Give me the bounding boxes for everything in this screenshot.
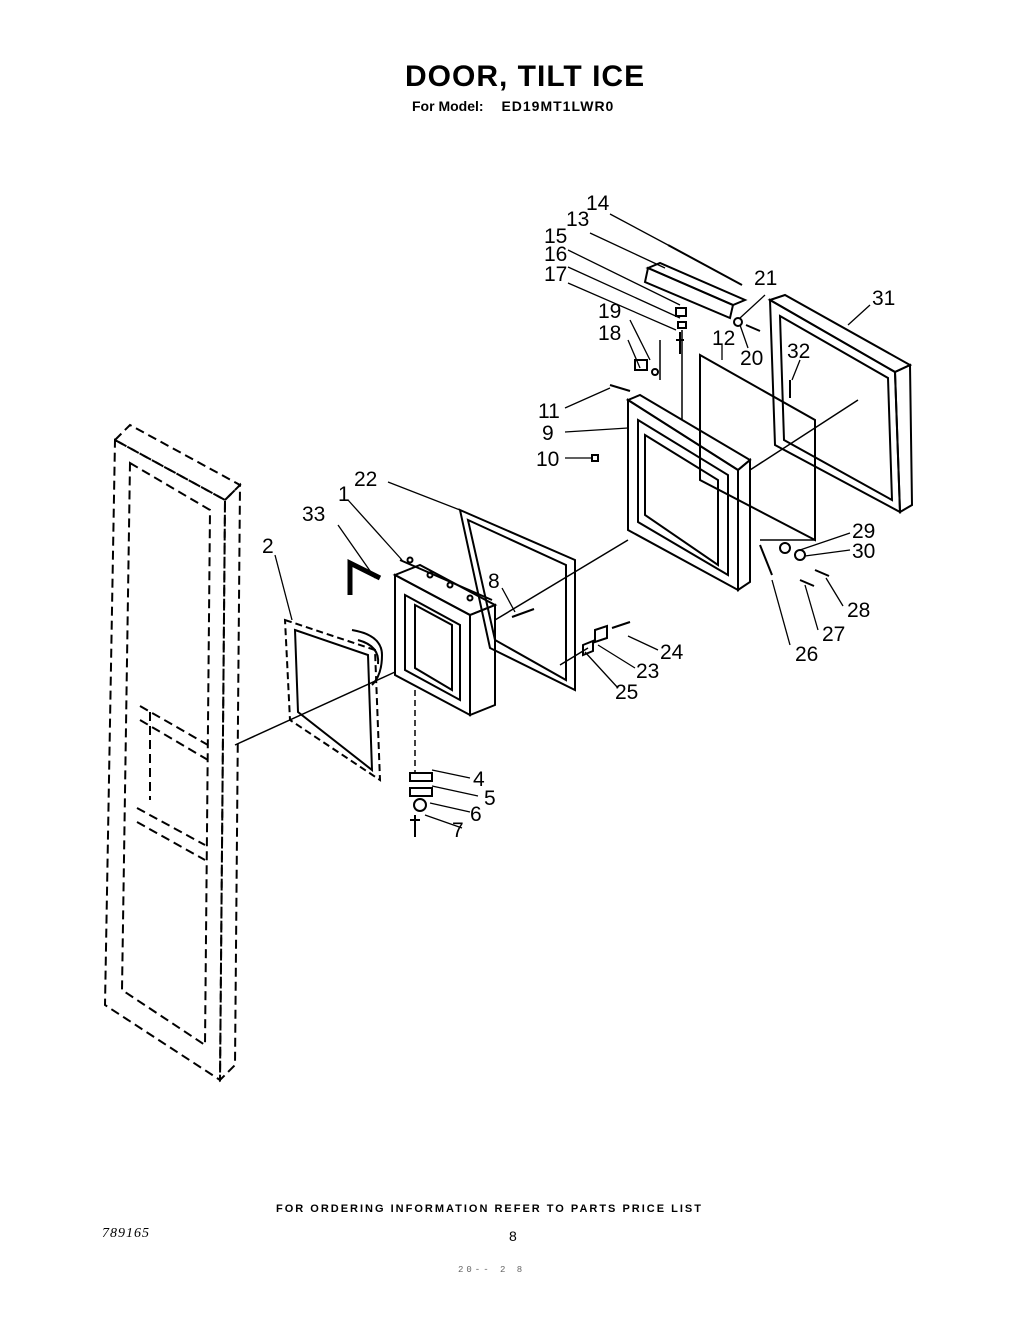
callout-19: 19 (598, 300, 621, 323)
model-number: ED19MT1LWR0 (501, 98, 615, 114)
ordering-note: FOR ORDERING INFORMATION REFER TO PARTS … (276, 1203, 703, 1215)
callout-18: 18 (598, 322, 621, 345)
callout-7: 7 (452, 819, 464, 842)
callout-14: 14 (586, 192, 610, 215)
callout-30: 30 (852, 540, 875, 563)
callout-23: 23 (636, 660, 659, 683)
callout-4: 4 (473, 768, 485, 791)
callout-11: 11 (538, 400, 560, 423)
part-31-outer-panel (767, 293, 914, 514)
part-2-heater-loop (283, 618, 384, 782)
callout-33: 33 (302, 503, 325, 526)
callout-32: 32 (787, 340, 810, 363)
callout-29: 29 (852, 520, 875, 543)
alignment-lines (234, 330, 859, 772)
callout-9: 9 (542, 422, 554, 445)
callout-17: 17 (544, 263, 567, 286)
fasteners (409, 307, 830, 837)
callout-10: 10 (536, 448, 559, 471)
callout-26: 26 (795, 643, 818, 666)
part-33-hex-key (347, 558, 382, 595)
callout-5: 5 (484, 787, 496, 810)
callout-1: 1 (338, 483, 350, 506)
callout-16: 16 (544, 243, 567, 266)
callout-15: 15 (544, 225, 567, 248)
document-code: 789165 (102, 1226, 150, 1241)
callout-6: 6 (470, 803, 482, 826)
callout-13: 13 (566, 208, 589, 231)
callout-24: 24 (660, 641, 684, 664)
part-13-14-handle (643, 244, 748, 320)
page-number: 8 (509, 1228, 517, 1244)
callout-12: 12 (712, 327, 735, 350)
callout-21: 21 (754, 267, 777, 290)
page-title: DOOR, TILT ICE (405, 60, 646, 93)
part-9-inner-door (625, 393, 752, 592)
callout-28: 28 (847, 599, 870, 622)
part-1-door-housing (392, 556, 498, 717)
callout-25: 25 (615, 681, 638, 704)
callout-2: 2 (262, 535, 274, 558)
callout-labels: 14 13 15 16 17 19 18 21 20 12 32 31 11 9… (262, 192, 895, 842)
callout-20: 20 (740, 347, 763, 370)
callout-22: 22 (354, 468, 377, 491)
callout-27: 27 (822, 623, 845, 646)
callout-8: 8 (488, 570, 500, 593)
callout-31: 31 (872, 287, 895, 310)
stamp-mark: 20-- 2 8 (458, 1265, 526, 1275)
part-22-gasket (458, 508, 576, 692)
refrigerator-door-outline (103, 423, 242, 1083)
model-label: For Model: (412, 98, 484, 114)
model-line: For Model: ED19MT1LWR0 (412, 98, 614, 114)
leader-lines (274, 213, 871, 829)
